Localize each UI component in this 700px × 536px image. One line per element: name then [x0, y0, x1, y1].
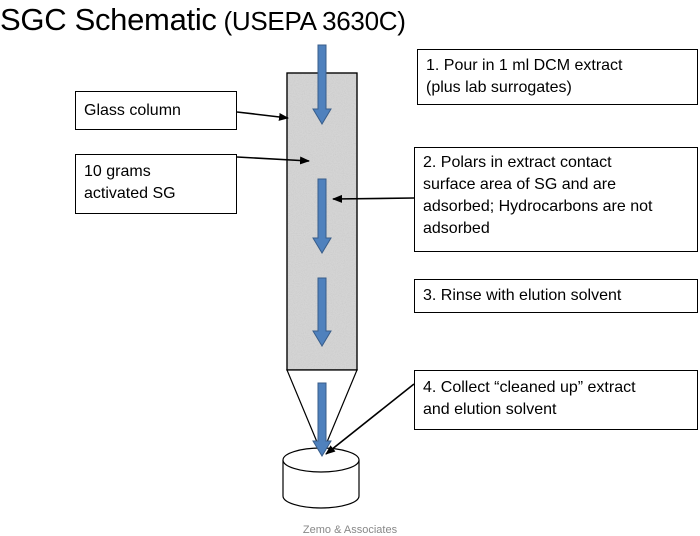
- step-3-box: 3. Rinse with elution solvent: [414, 279, 698, 313]
- step-2-text: 2. Polars in extract contact: [423, 154, 612, 171]
- pointer-glass-column: [236, 111, 289, 121]
- step-2-box: 2. Polars in extract contact surface are…: [414, 147, 698, 252]
- pointer-step-4: [325, 383, 415, 455]
- step-2-text: adsorbed; Hydrocarbons are not: [423, 198, 653, 215]
- flow-arrow: [312, 178, 332, 254]
- title-sub: (USEPA 3630C): [216, 6, 406, 36]
- step-2-text: adsorbed: [423, 220, 490, 237]
- collection-vial: [282, 447, 360, 509]
- pointer-arrows: [236, 111, 415, 455]
- step-4-box: 4. Collect “cleaned up” extract and elut…: [414, 370, 698, 430]
- step-1-text: (plus lab surrogates): [426, 79, 572, 96]
- glass-column-label-box: Glass column: [75, 91, 237, 130]
- page-title: SGC Schematic (USEPA 3630C): [0, 0, 406, 41]
- step-1-box: 1. Pour in 1 ml DCM extract (plus lab su…: [417, 49, 698, 105]
- pointer-silica-gel: [236, 156, 310, 165]
- glass-column-label: Glass column: [84, 102, 181, 119]
- footer-credit: Zemo & Associates: [302, 524, 398, 536]
- silica-gel-label-line: 10 grams: [84, 163, 151, 180]
- step-4-text: 4. Collect “cleaned up” extract: [423, 379, 636, 396]
- flow-arrow: [312, 277, 332, 347]
- title-main: SGC Schematic: [0, 2, 217, 37]
- flow-arrow: [312, 44, 332, 125]
- step-4-text: and elution solvent: [423, 401, 557, 418]
- silica-gel-label-box: 10 grams activated SG: [75, 154, 237, 214]
- step-2-text: surface area of SG and are: [423, 176, 616, 193]
- step-1-text: 1. Pour in 1 ml DCM extract: [426, 57, 623, 74]
- pointer-step-2: [332, 194, 415, 203]
- silica-gel-label-line: activated SG: [84, 185, 176, 202]
- step-3-text: 3. Rinse with elution solvent: [423, 287, 622, 304]
